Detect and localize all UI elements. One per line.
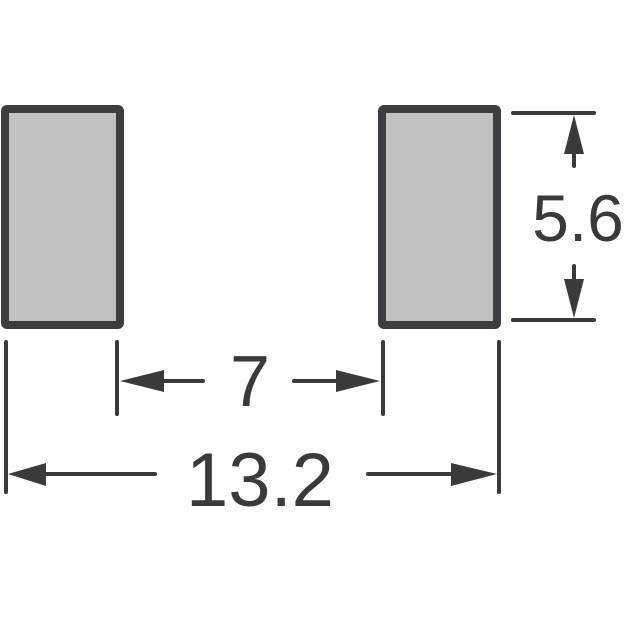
arrow-down-icon bbox=[564, 279, 584, 318]
gap-dimension bbox=[120, 370, 380, 392]
overall-width-label: 13.2 bbox=[186, 438, 334, 523]
arrow-up-icon bbox=[564, 115, 584, 154]
left-pad bbox=[1, 105, 124, 329]
gap-label: 7 bbox=[230, 342, 270, 422]
arrow-right-icon bbox=[451, 463, 497, 486]
arrow-left-icon bbox=[8, 463, 46, 486]
arrow-right-icon bbox=[336, 370, 380, 392]
arrow-left-icon bbox=[120, 370, 164, 392]
overall-width-dimension bbox=[8, 463, 497, 486]
pad-height-label: 5.6 bbox=[532, 181, 624, 255]
right-pad bbox=[378, 105, 501, 329]
extension-lines bbox=[4, 340, 501, 494]
pad-height-dimension bbox=[511, 111, 596, 322]
